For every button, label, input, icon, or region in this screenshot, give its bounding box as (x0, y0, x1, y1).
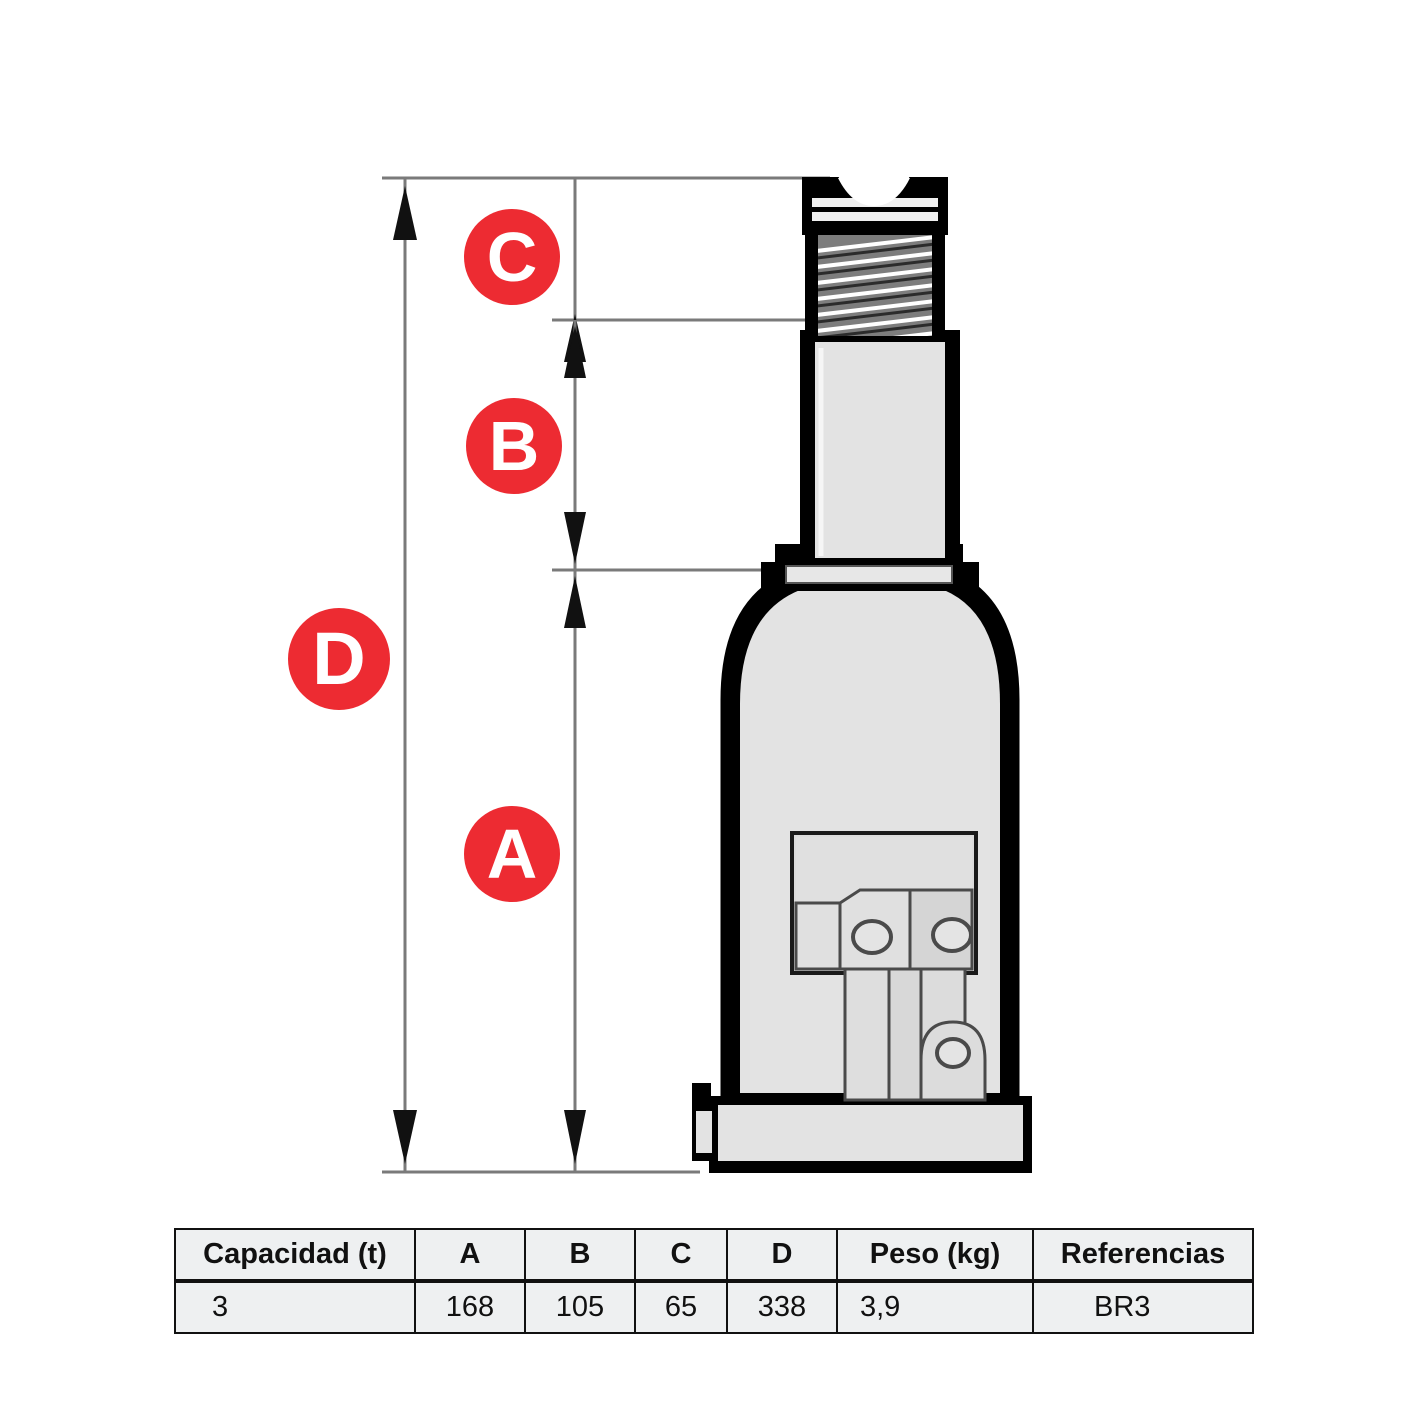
dimension-D-arrow-bottom (393, 1110, 417, 1164)
table-row: 3 168 105 65 338 3,9 BR3 (174, 1280, 1254, 1334)
dimension-badge-a: A (464, 806, 560, 902)
pump-stem-left (843, 967, 891, 1102)
collar-inner-line (785, 565, 953, 584)
pump-bolt-hole-left (851, 919, 893, 955)
header-capacidad: Capacidad (t) (174, 1228, 416, 1283)
base-inner-fill (716, 1103, 1025, 1163)
collar-inner-fill (786, 566, 952, 583)
pump-bolt-hole-right (931, 917, 973, 953)
dimension-B-arrow-top (564, 326, 586, 378)
cell-b: 105 (524, 1280, 636, 1334)
cell-referencias: BR3 (1032, 1280, 1254, 1334)
pump-left-block (794, 901, 842, 971)
pump-mechanism (790, 831, 987, 1102)
ram-inner-fill (815, 342, 945, 558)
dimension-B-arrow-bottom (564, 512, 586, 564)
dimension-badge-b: B (466, 398, 562, 494)
cell-capacidad: 3 (174, 1280, 416, 1334)
header-peso: Peso (kg) (836, 1228, 1034, 1283)
jack-base (692, 1083, 1032, 1173)
dimension-line-B (564, 320, 586, 570)
dimension-badge-d: D (288, 608, 390, 710)
dimension-badge-b-label: B (488, 407, 540, 485)
cell-c: 65 (634, 1280, 728, 1334)
header-b: B (524, 1228, 636, 1283)
screw-head (802, 177, 948, 235)
jack-drawing (692, 177, 1032, 1173)
screw-thread-hatch (818, 232, 932, 336)
base-left-tab (694, 1109, 714, 1155)
pump-stem-middle (887, 967, 923, 1102)
header-a: A (414, 1228, 526, 1283)
pump-lever-pin-hole (935, 1037, 971, 1069)
header-d: D (726, 1228, 838, 1283)
cell-d: 338 (726, 1280, 838, 1334)
spec-table-container: Capacidad (t) A B C D Peso (kg) Referenc… (174, 1228, 1254, 1334)
dimension-D-arrow-top (393, 186, 417, 240)
cell-a: 168 (414, 1280, 526, 1334)
spec-table: Capacidad (t) A B C D Peso (kg) Referenc… (174, 1228, 1254, 1334)
jack-ram (800, 330, 960, 558)
header-referencias: Referencias (1032, 1228, 1254, 1283)
screw-head-band-2 (812, 212, 938, 221)
dimension-badge-c: C (464, 209, 560, 305)
dimension-badge-a-label: A (486, 815, 538, 893)
dimension-A-arrow-bottom (564, 1110, 586, 1164)
dimension-A-arrow-top (564, 576, 586, 628)
header-c: C (634, 1228, 728, 1283)
dimension-badge-c-label: C (486, 218, 538, 296)
cell-peso: 3,9 (836, 1280, 1034, 1334)
table-header-row: Capacidad (t) A B C D Peso (kg) Referenc… (174, 1228, 1254, 1283)
dimension-line-A (564, 570, 586, 1172)
screw-head-notch-shadow (838, 178, 910, 206)
extension-lines (382, 176, 830, 1174)
dimension-line-D (393, 178, 417, 1172)
screw-thread (805, 228, 945, 340)
dimension-badge-d-label: D (312, 617, 366, 700)
